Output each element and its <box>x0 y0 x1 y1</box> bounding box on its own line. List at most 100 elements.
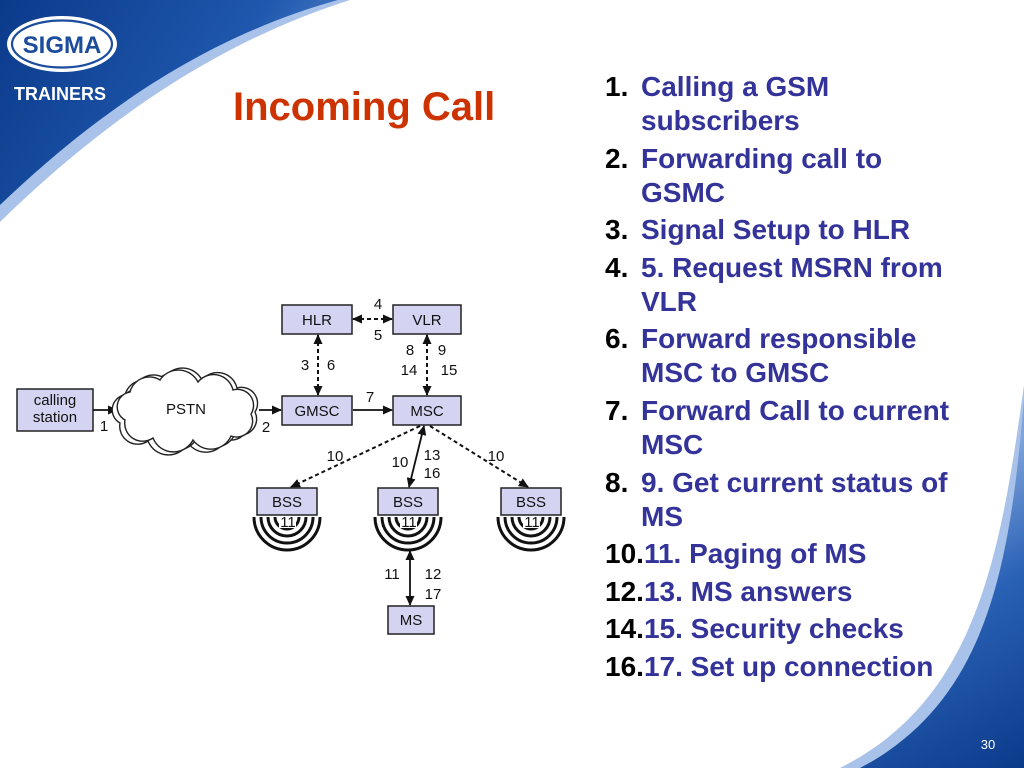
edge-label: 7 <box>366 389 374 406</box>
edge-label: 10 <box>488 448 505 465</box>
radio-waves-icon <box>252 516 322 552</box>
pstn-cloud: PSTN <box>111 367 259 456</box>
edge-label: 11 <box>524 514 540 531</box>
gmsc-node: GMSC <box>281 395 353 426</box>
hlr-node: HLR <box>281 304 353 335</box>
msc-box <box>392 395 462 426</box>
calling-station-node: calling station <box>16 388 94 432</box>
edge-label: 9 <box>438 342 446 359</box>
step-item: 16. 17. Set up connection <box>605 650 949 684</box>
sigma-logo: SIGMA TRAINERS <box>7 16 117 104</box>
step-number: 3. <box>605 214 629 246</box>
edge-label: 13 <box>424 447 441 464</box>
slide-title: Incoming Call <box>233 85 496 129</box>
step-text-line: 15. Security checks <box>643 613 904 645</box>
logo-brand: SIGMA <box>23 32 102 59</box>
step-text-line: 11. Paging of MS <box>643 538 867 570</box>
step-item: 2. Forwarding call to GSMC <box>605 142 949 210</box>
ms-label: MS <box>400 612 423 629</box>
step-item: 7. Forward Call to current MSC <box>605 394 949 462</box>
step-item: 1. Calling a GSM subscribers <box>605 70 949 138</box>
edge-label: 11 <box>384 566 400 583</box>
gmsc-box <box>281 395 353 426</box>
steps-list: 1. Calling a GSM subscribers 2. Forwardi… <box>605 70 949 688</box>
step-text: Signal Setup to HLR <box>641 213 910 247</box>
step-number: 16. <box>605 650 644 682</box>
bss-box <box>500 487 562 516</box>
step-text: 9. Get current status of MS <box>641 466 948 534</box>
step-number: 6. <box>605 323 629 355</box>
edge-label: 6 <box>327 357 335 374</box>
step-text-line: subscribers <box>641 105 800 136</box>
page-number: 30 <box>981 737 995 752</box>
step-item: 10. 11. Paging of MS <box>605 537 949 571</box>
edge-label: 17 <box>425 586 442 603</box>
step-number: 14. <box>605 613 644 645</box>
edge-label: 11 <box>280 514 296 531</box>
edge-label: 15 <box>441 362 458 379</box>
vlr-label: VLR <box>412 312 441 329</box>
bss-node-left: BSS 11 <box>252 487 322 552</box>
step-item: 3. Signal Setup to HLR <box>605 213 949 247</box>
msc-label: MSC <box>410 403 444 420</box>
step-text-line: GSMC <box>641 176 725 208</box>
step-text: Forward Call to current MSC <box>641 394 949 462</box>
edge-label: 12 <box>425 566 442 583</box>
bottom-right-swoosh-main <box>860 400 1024 768</box>
edge-label: 3 <box>301 357 309 374</box>
edge-label: 16 <box>424 465 441 482</box>
step-number: 12. <box>605 575 644 607</box>
ms-node: MS <box>387 605 435 635</box>
calling-station-label: station <box>33 409 77 426</box>
edge-msc-bss-right <box>429 425 529 488</box>
calling-station-label: calling <box>34 392 77 409</box>
edge-label: 2 <box>262 419 270 436</box>
bss-label: BSS <box>272 494 302 511</box>
step-text-line: 9. Get current status of <box>641 466 948 498</box>
step-text: Calling a GSM subscribers <box>641 70 829 138</box>
bss-box <box>256 487 318 516</box>
bss-node-right: BSS 11 <box>496 487 566 552</box>
step-text: Forwarding call to GSMC <box>641 142 882 210</box>
edge-label: 4 <box>374 296 382 313</box>
hlr-label: HLR <box>302 312 332 329</box>
pstn-label: PSTN <box>166 401 206 418</box>
step-number: 2. <box>605 142 629 174</box>
radio-waves-icon <box>496 516 566 552</box>
bss-label: BSS <box>516 494 546 511</box>
msc-node: MSC <box>392 395 462 426</box>
edge-label: 11 <box>401 514 417 531</box>
bss-label: BSS <box>393 494 423 511</box>
step-item: 14. 15. Security checks <box>605 612 949 646</box>
step-item: 8. 9. Get current status of MS <box>605 466 949 534</box>
edge-label: 10 <box>392 454 409 471</box>
step-item: 6. Forward responsible MSC to GMSC <box>605 322 949 390</box>
edge-label: 14 <box>401 362 418 379</box>
step-number: 4. <box>605 251 629 283</box>
step-text-line: Forwarding call to <box>641 142 883 174</box>
step-text-line: 5. Request MSRN from <box>641 251 943 283</box>
step-number: 7. <box>605 394 629 426</box>
step-text-line: VLR <box>641 285 697 317</box>
step-text-line: Forward Call to current <box>641 394 950 426</box>
step-text-line: MSC <box>641 428 704 460</box>
step-text-line: Forward responsible <box>641 323 917 355</box>
bss-node-middle: BSS 11 <box>373 487 443 552</box>
step-number: 8. <box>605 466 629 498</box>
step-text-line: Calling a GSM <box>641 71 830 102</box>
logo-tagline: TRAINERS <box>14 84 106 104</box>
step-item: 4. 5. Request MSRN from VLR <box>605 251 949 319</box>
step-text: 5. Request MSRN from VLR <box>641 251 943 319</box>
bss-box <box>377 487 439 516</box>
step-item: 12. 13. MS answers <box>605 575 949 609</box>
step-text-line: Signal Setup to HLR <box>641 214 911 246</box>
edge-msc-bss-left <box>290 425 421 488</box>
step-text: 17. Set up connection <box>644 650 933 684</box>
vlr-node: VLR <box>392 304 462 335</box>
edge-msc-bss-mid <box>406 425 427 488</box>
step-text: 11. Paging of MS <box>644 537 866 571</box>
edge-label: 8 <box>406 342 414 359</box>
